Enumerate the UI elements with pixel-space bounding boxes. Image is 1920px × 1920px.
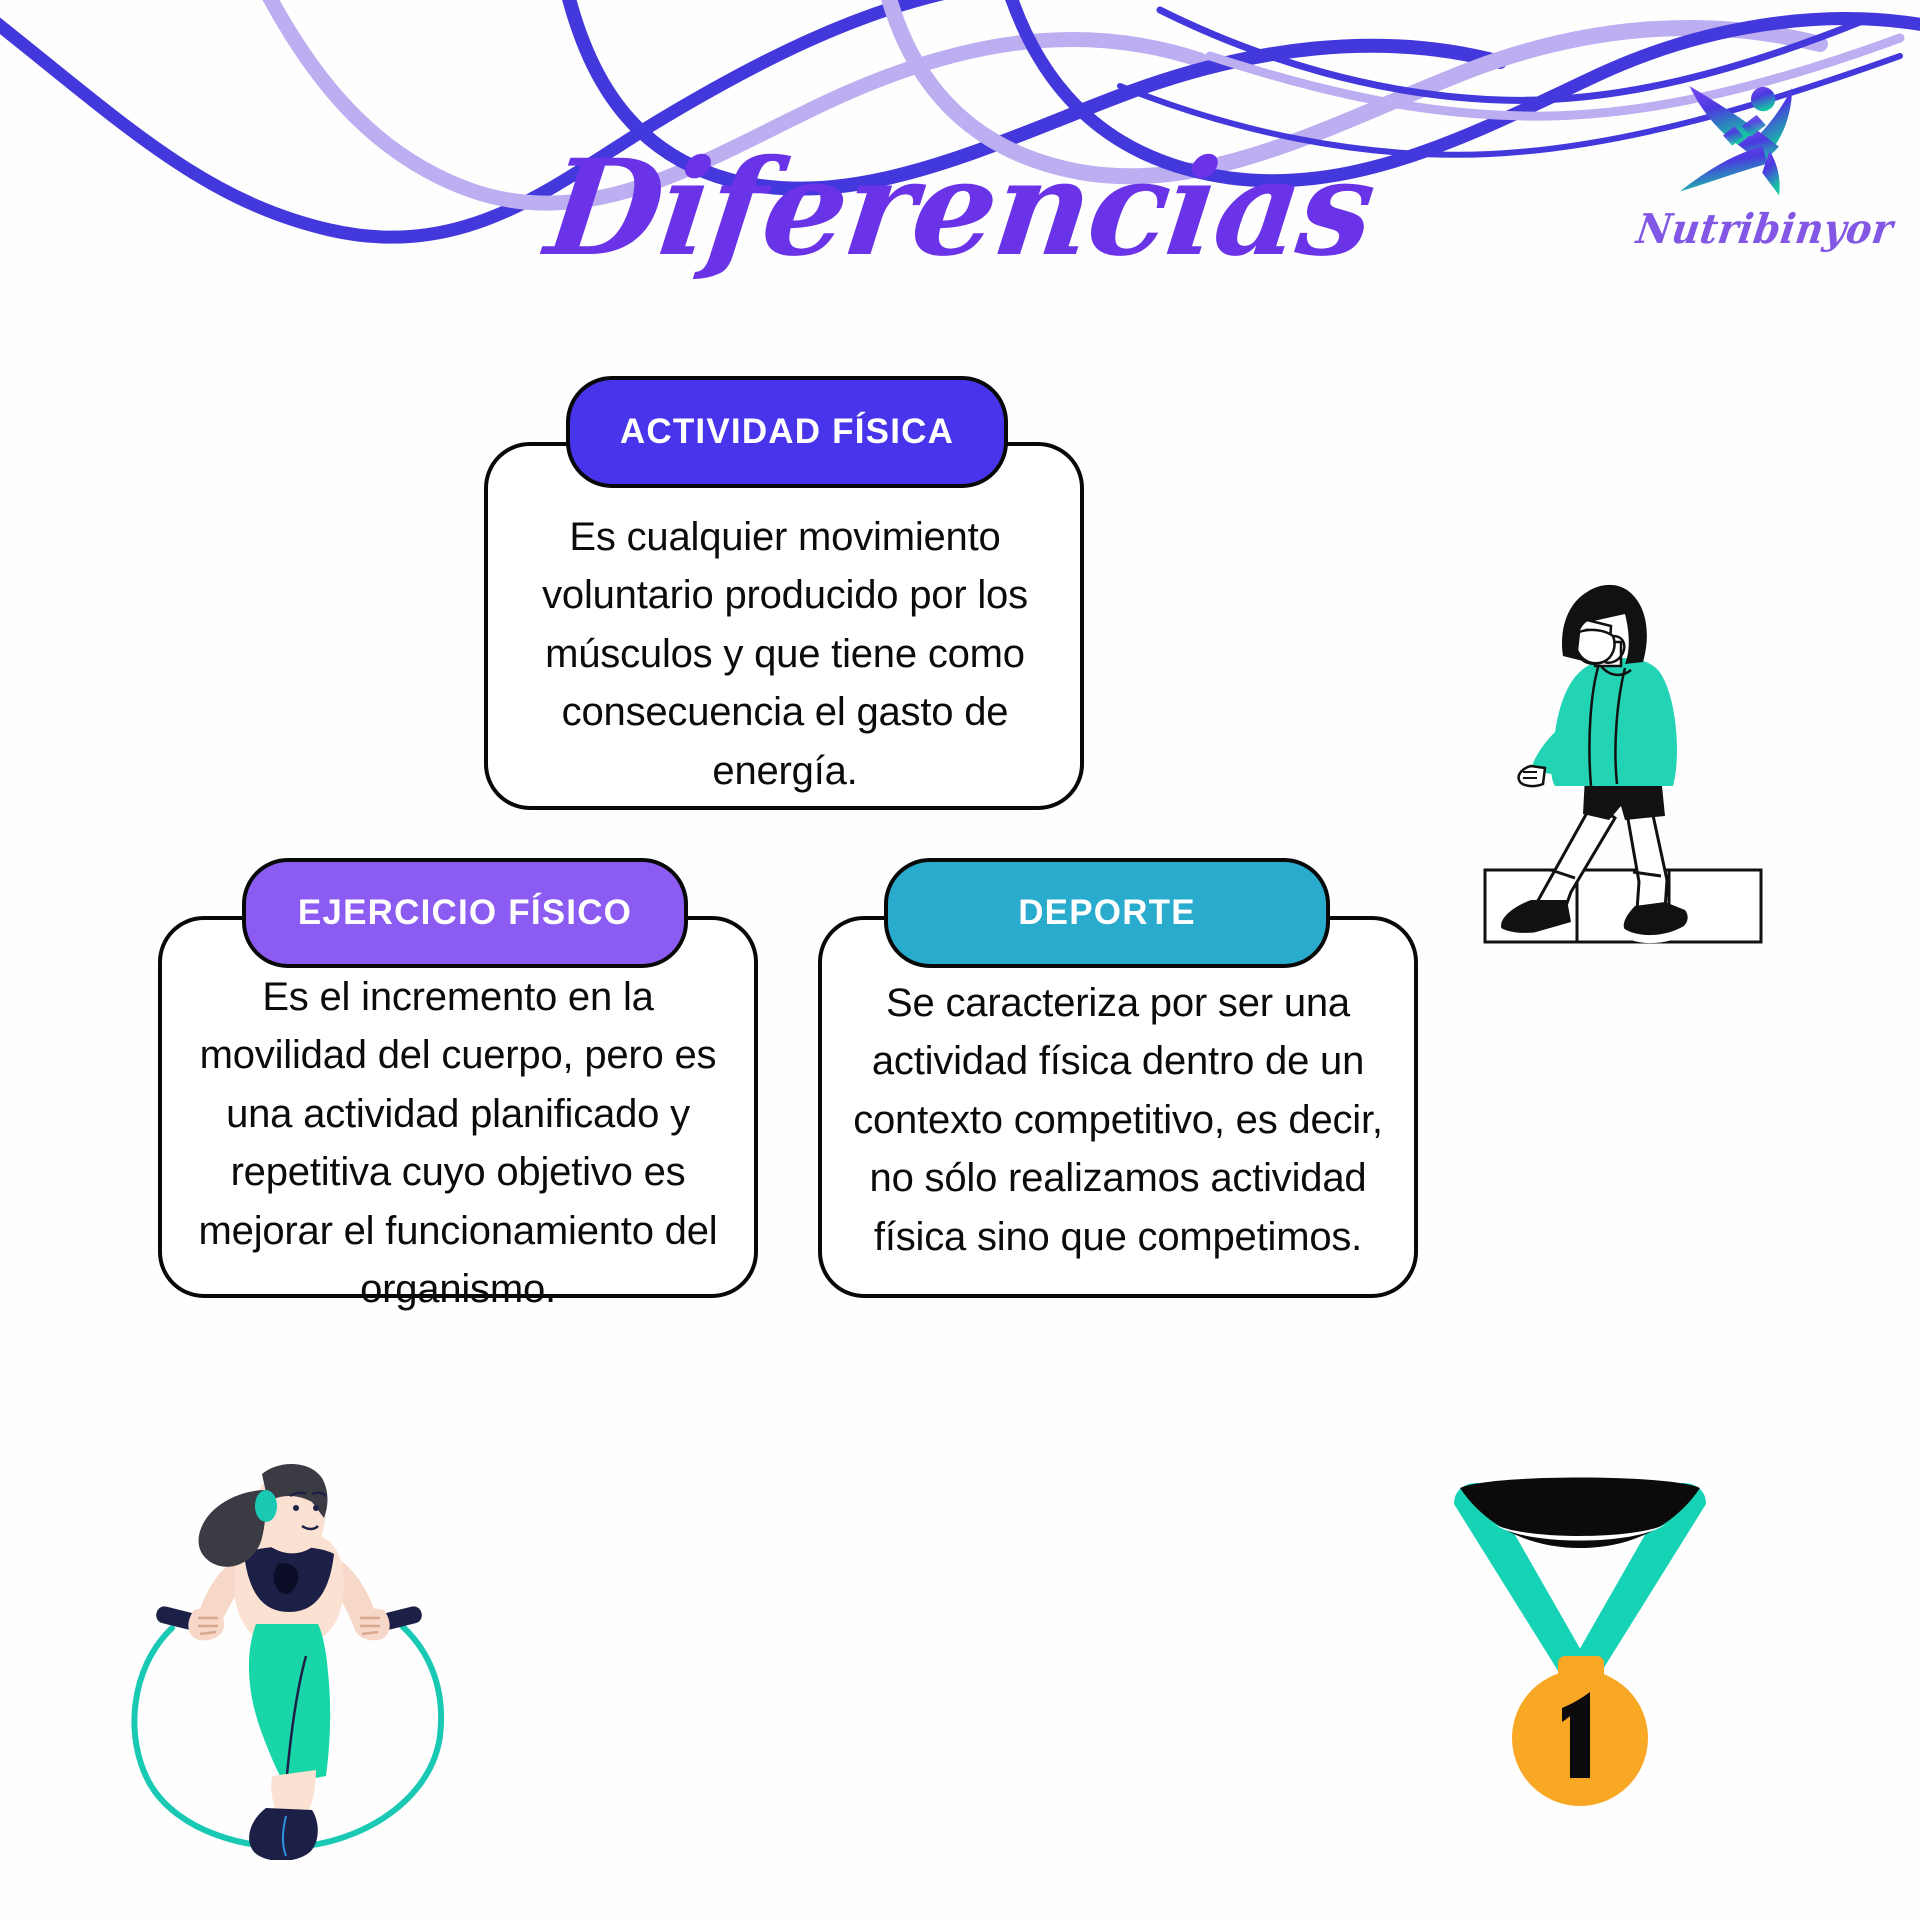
card-deporte (818, 916, 1418, 1298)
walking-woman-illustration (1483, 584, 1763, 944)
card-actividad-fisica (484, 442, 1084, 810)
card-body-ejercicio-fisico: Es el incremento en la movilidad del cue… (198, 975, 718, 1311)
card-header-actividad-fisica: ACTIVIDAD FÍSICA (566, 376, 1008, 488)
jump-rope-woman-illustration (131, 1463, 444, 1860)
card-header-label: DEPORTE (1018, 893, 1196, 932)
card-header-label: EJERCICIO FÍSICO (297, 893, 633, 932)
athlete-figure-icon (1680, 86, 1793, 196)
card-header-deporte: DEPORTE (884, 858, 1330, 968)
page-title: Diferencias (538, 131, 1382, 286)
card-body-actividad-fisica: Es cualquier movimiento voluntario produ… (542, 515, 1028, 793)
gold-medal-illustration (1454, 1477, 1706, 1806)
brand-logo: Nutribinyor (1620, 72, 1910, 272)
card-header-ejercicio-fisico: EJERCICIO FÍSICO (242, 858, 688, 968)
card-ejercicio-fisico (158, 916, 758, 1298)
card-body-deporte: Se caracteriza por ser una actividad fís… (853, 981, 1383, 1259)
card-header-label: ACTIVIDAD FÍSICA (619, 412, 955, 451)
